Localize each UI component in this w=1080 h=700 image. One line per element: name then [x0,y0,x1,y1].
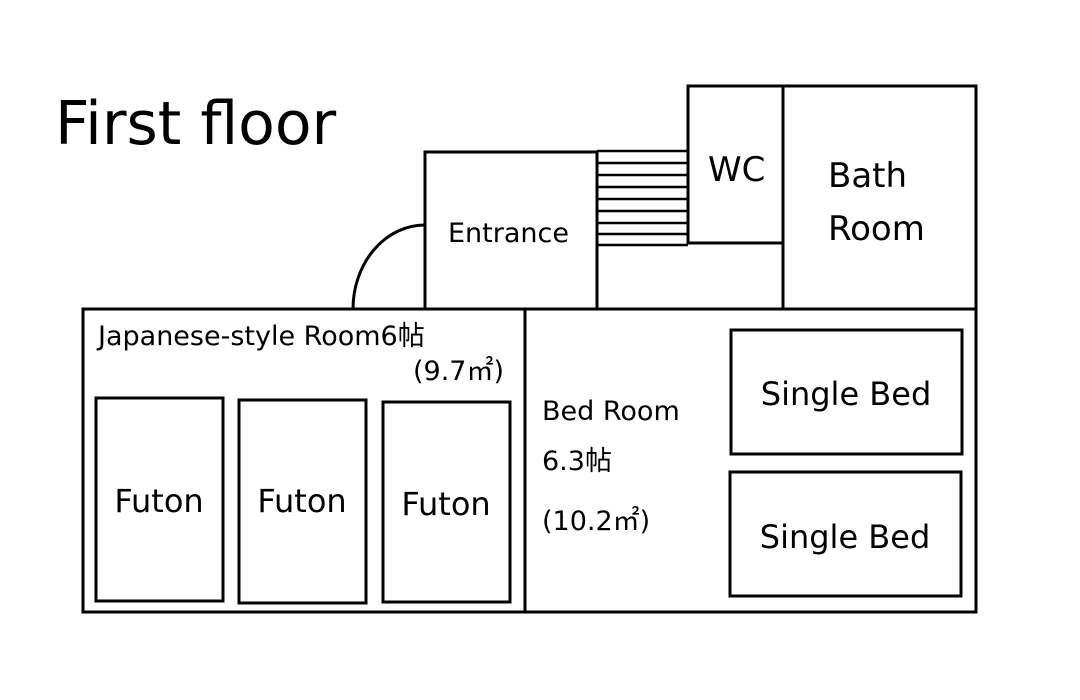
futon-2 [237,398,368,605]
bedroom [523,307,978,614]
floor-title: First floor [55,89,337,159]
single-bed-2-label: Single Bed [760,518,931,556]
futon-3 [381,400,512,604]
entrance-label: Entrance [448,218,569,249]
bath-label-line2: Room [828,209,925,249]
bedroom-label: Bed Room [542,396,680,427]
futon-1-label: Futon [114,482,203,520]
futon-3-label: Futon [401,485,490,523]
single-bed-1-label: Single Bed [761,375,932,413]
wc-label: WC [708,150,765,190]
bath-label-line1: Bath [828,156,907,196]
single-bed-2 [728,470,963,598]
japanese-room-area: (9.7㎡) [413,356,504,387]
japanese-room-label: Japanese-style Room6帖 [96,321,425,352]
bedroom-area: (10.2㎡) [542,506,650,537]
bath-room [781,84,978,311]
futon-1 [94,396,225,603]
entrance-door [351,223,426,310]
staircase [597,149,688,247]
single-bed-1 [729,328,964,456]
futon-2-label: Futon [257,482,346,520]
japanese-style-room [81,307,527,614]
bedroom-size: 6.3帖 [542,446,612,477]
